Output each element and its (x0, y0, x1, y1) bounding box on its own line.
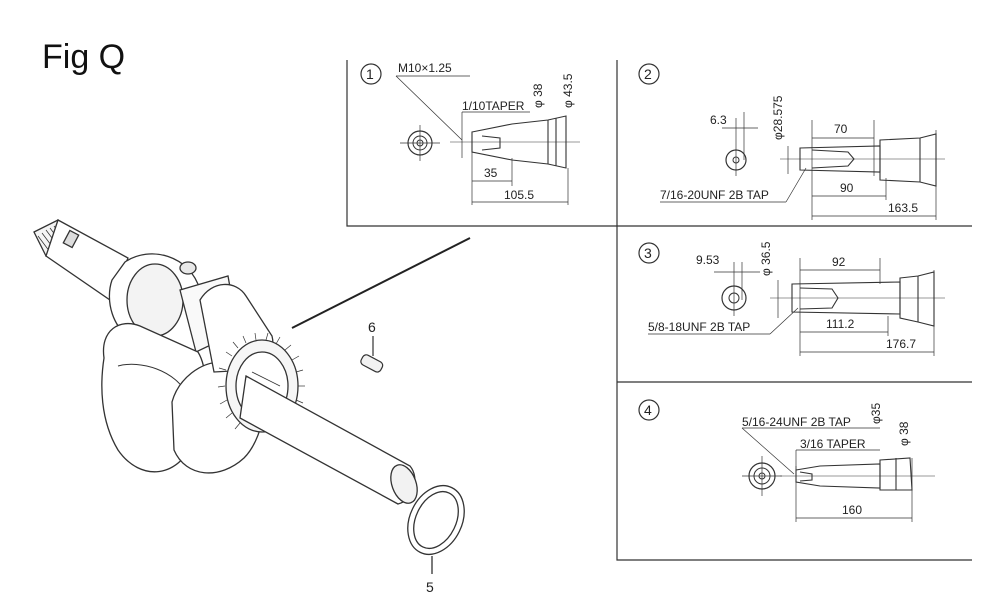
panel-4-dia-a: φ35 (869, 403, 883, 424)
panel-frames (346, 60, 972, 561)
crankshaft-illustration (33, 219, 418, 505)
figure-title: Fig Q (42, 38, 126, 76)
panel-1-dia-a: φ 38 (531, 83, 545, 108)
panel-1-taper: 1/10TAPER (462, 99, 525, 113)
callout-5: 5 (426, 579, 434, 595)
panel-1-dia-b: φ 43.5 (561, 73, 575, 108)
panel-3-dia: φ 36.5 (759, 241, 773, 276)
panel-3-offset: 9.53 (696, 253, 720, 267)
key-part-6 (360, 336, 384, 373)
panel-3-tap: 5/8-18UNF 2B TAP (648, 320, 750, 334)
panel-2-len-a: 70 (834, 122, 848, 136)
panel-2-offset: 6.3 (710, 113, 727, 127)
panel-3-len-c: 176.7 (886, 337, 916, 351)
leader-line (291, 237, 471, 329)
panel-2-tap: 7/16-20UNF 2B TAP (660, 188, 769, 202)
callout-6: 6 (368, 319, 376, 335)
panel-1-len-b: 105.5 (504, 188, 534, 202)
panel-3-len-b: 111.2 (826, 317, 855, 331)
washer-part-5 (407, 485, 465, 574)
panel-3-number: 3 (644, 245, 652, 261)
panel-1-thread: M10×1.25 (398, 61, 452, 75)
panel-1-len-a: 35 (484, 166, 498, 180)
panel-4-dia-b: φ 38 (897, 421, 911, 446)
panel-4-len-a: 160 (842, 503, 862, 517)
panel-2-len-b: 90 (840, 181, 854, 195)
panel-2: 2 (638, 63, 945, 220)
panel-4-taper: 3/16 TAPER (800, 437, 866, 451)
panel-1: 1 (360, 61, 580, 205)
panel-4-tap: 5/16-24UNF 2B TAP (742, 415, 851, 429)
panel-2-number: 2 (644, 66, 652, 82)
panel-2-len-c: 163.5 (888, 201, 918, 215)
panel-2-dia: φ28.575 (771, 95, 785, 140)
panel-3-len-a: 92 (832, 255, 846, 269)
panel-1-number: 1 (366, 66, 374, 82)
panel-4-number: 4 (644, 402, 652, 418)
panel-3: 3 (638, 241, 945, 356)
panel-4: 4 5/16-24UNF (638, 399, 935, 522)
